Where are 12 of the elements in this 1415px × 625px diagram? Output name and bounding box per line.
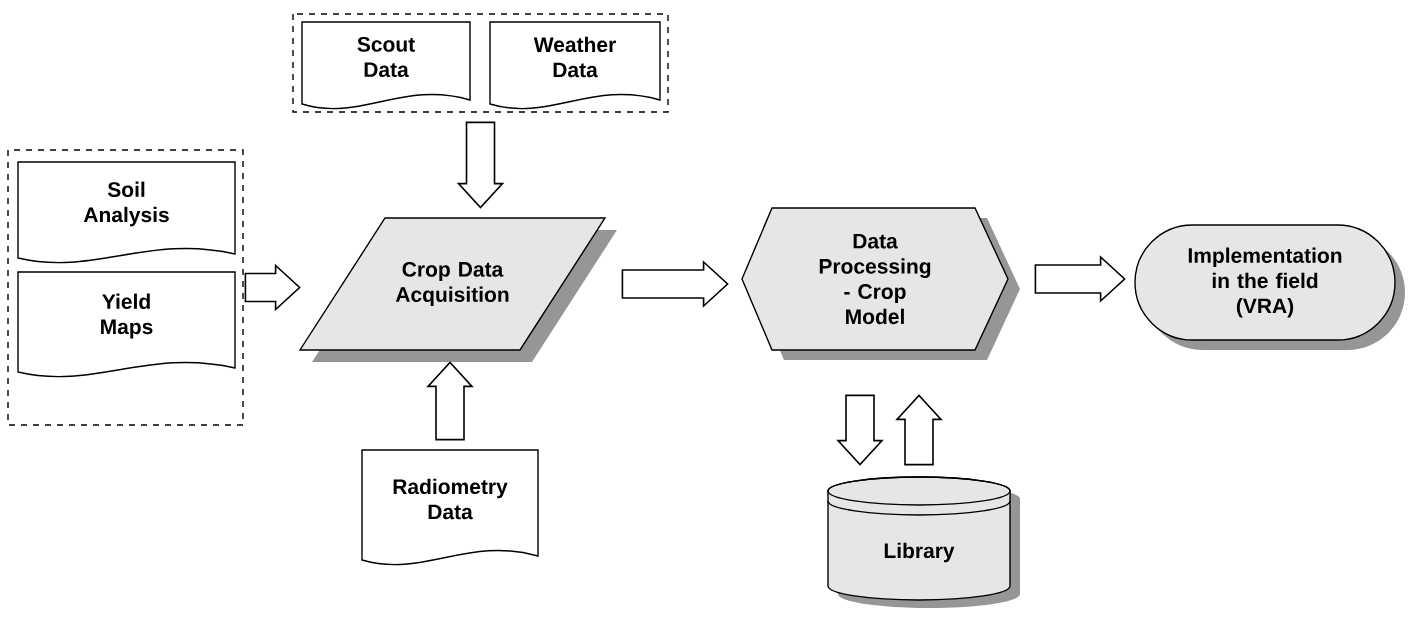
rounded-terminal-box: Implementation in the field (VRA) — [1134, 224, 1405, 350]
block-arrow — [426, 361, 474, 441]
block-arrow — [456, 121, 505, 209]
dashed-group-box — [7, 149, 244, 426]
block-arrow — [836, 394, 884, 466]
block-arrow — [621, 260, 729, 308]
block-arrow — [244, 263, 301, 312]
block-arrow — [1034, 255, 1126, 303]
dashed-group-box — [292, 13, 669, 113]
database-cylinder: Library — [827, 476, 1020, 608]
block-arrow — [895, 394, 943, 466]
hexagon-box: Data Processing - Crop Model — [741, 207, 1020, 360]
